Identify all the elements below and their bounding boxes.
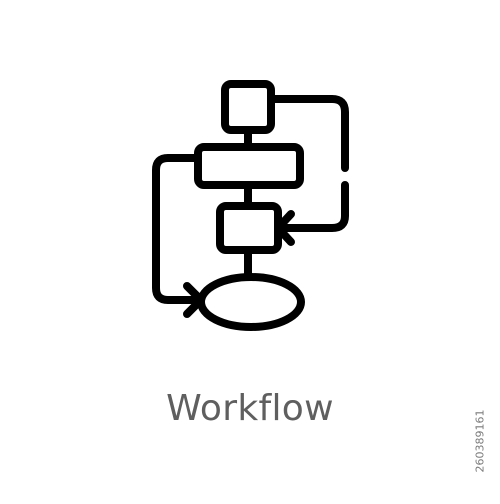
loop-path-lower xyxy=(276,181,349,232)
terminal-ellipse-shape xyxy=(197,273,305,331)
wide-box-shape xyxy=(194,143,304,189)
stock-id-label: 260389161 xyxy=(468,386,492,496)
lower-box-shape xyxy=(216,202,282,254)
icon-caption: Workflow xyxy=(166,388,334,429)
arrow-head-left xyxy=(183,282,205,318)
stock-id-text: 260389161 xyxy=(473,409,487,473)
loop-path-left xyxy=(152,154,204,304)
top-box-shape xyxy=(221,80,275,134)
loop-path-upper xyxy=(267,95,349,172)
arrow-head-right xyxy=(274,210,295,246)
